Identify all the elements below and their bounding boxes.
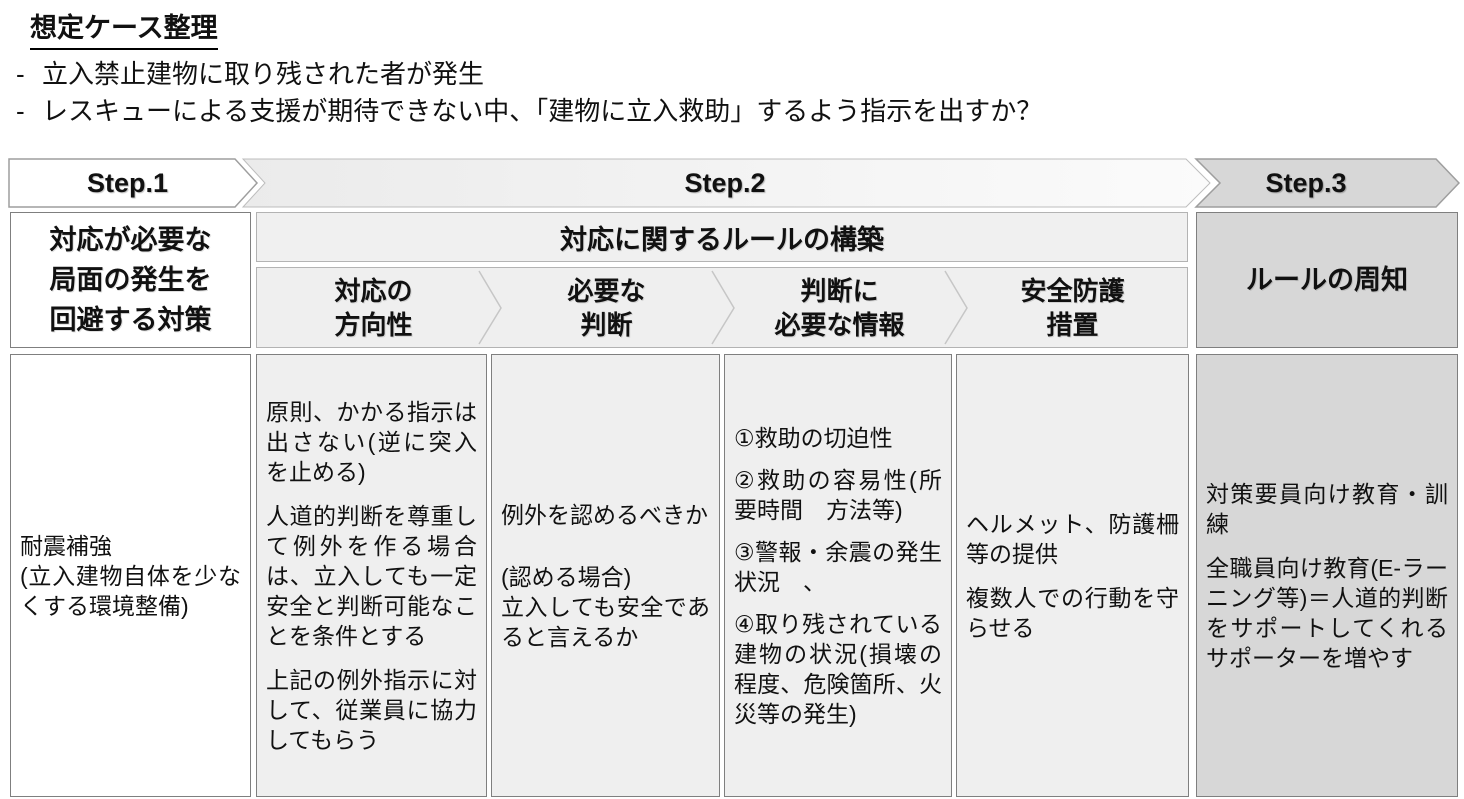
cell-paragraph: ④取り残されている建物の状況(損壊の程度、危険箇所、火災等の発生) (734, 610, 942, 727)
subheader-judgment: 必要な 判断 (567, 275, 646, 340)
subheader-direction: 対応の 方向性 (334, 275, 413, 340)
bullet-line: - レスキューによる支援が期待できない中、「建物に立入救助」するよう指示を出すか… (16, 93, 1042, 130)
subheader-protection: 安全防護 措置 (1020, 275, 1125, 340)
cell-paragraph: 上記の例外指示に対して、従業員に協力してもらう (266, 666, 477, 753)
cell-paragraph: ③警報・余震の発生状況 、 (734, 538, 942, 595)
step1-label: Step.1 (86, 167, 169, 198)
rule-building-header: 対応に関するルールの構築 (256, 212, 1188, 262)
step2-arrow (241, 158, 1211, 208)
cell-paragraph: 人道的判断を尊重して例外を作る場合は、立入しても一定安全と判断可能なことを条件と… (266, 502, 477, 649)
cell-paragraph: 耐震補強 (立入建物自体を少なくする環境整備) (20, 532, 241, 619)
cell-paragraph: 複数人での行動を守らせる (966, 584, 1179, 641)
cell-paragraph: 例外を認めるべきか (501, 501, 708, 528)
cell-paragraph: 対策要員向け教育・訓練 (1206, 480, 1448, 537)
bullet-line: - 立入禁止建物に取り残された者が発生 (16, 56, 1042, 93)
bullet-dash: - (16, 96, 25, 126)
cell-paragraph: 原則、かかる指示は出さない(逆に突入を止める) (266, 398, 477, 485)
bullet-text: レスキューによる支援が期待できない中、「建物に立入救助」するよう指示を出すか？ (42, 96, 1043, 126)
step1-column-header: 対応が必要な 局面の発生を 回避する対策 (10, 212, 251, 348)
step3-column-header: ルールの周知 (1196, 212, 1458, 348)
case-bullets: - 立入禁止建物に取り残された者が発生 - レスキューによる支援が期待できない中… (16, 56, 1042, 130)
cell-paragraph: (認める場合) 立入しても安全であると言えるか (501, 563, 710, 650)
cell-paragraph: ①救助の切迫性 (734, 424, 893, 451)
cell-awareness: 対策要員向け教育・訓練全職員向け教育(E-ラーニング等)＝人道的判断をサポートし… (1196, 354, 1458, 797)
bullet-dash: - (16, 59, 25, 89)
process-subheader-band: 対応の 方向性 必要な 判断 判断に 必要な情報 安全防護 措置 (256, 267, 1188, 348)
cell-protection: ヘルメット、防護柵等の提供複数人での行動を守らせる (956, 354, 1189, 797)
cell-paragraph: ヘルメット、防護柵等の提供 (966, 510, 1179, 567)
cell-avoidance: 耐震補強 (立入建物自体を少なくする環境整備) (10, 354, 251, 797)
chevron-divider-icon (478, 270, 968, 345)
step1-arrow (8, 158, 259, 208)
cell-direction: 原則、かかる指示は出さない(逆に突入を止める) 人道的判断を尊重して例外を作る場合… (256, 354, 487, 797)
step3-arrow (1194, 158, 1460, 208)
subheader-information: 判断に 必要な情報 (774, 275, 905, 340)
step3-label: Step.3 (1265, 167, 1347, 198)
cell-paragraph: ②救助の容易性(所要時間 方法等) (734, 466, 942, 523)
bullet-text: 立入禁止建物に取り残された者が発生 (42, 59, 485, 89)
cell-judgment: 例外を認めるべきか (認める場合) 立入しても安全であると言えるか (491, 354, 720, 797)
step-arrow-band (8, 158, 1460, 208)
step2-label: Step.2 (684, 167, 766, 198)
cell-paragraph: 全職員向け教育(E-ラーニング等)＝人道的判断をサポートしてくれるサポーターを増… (1206, 554, 1448, 671)
cell-information: ①救助の切迫性 ②救助の容易性(所要時間 方法等) ③警報・余震の発生状況 、 ④取り… (724, 354, 952, 797)
page-title: 想定ケース整理 (30, 6, 218, 50)
